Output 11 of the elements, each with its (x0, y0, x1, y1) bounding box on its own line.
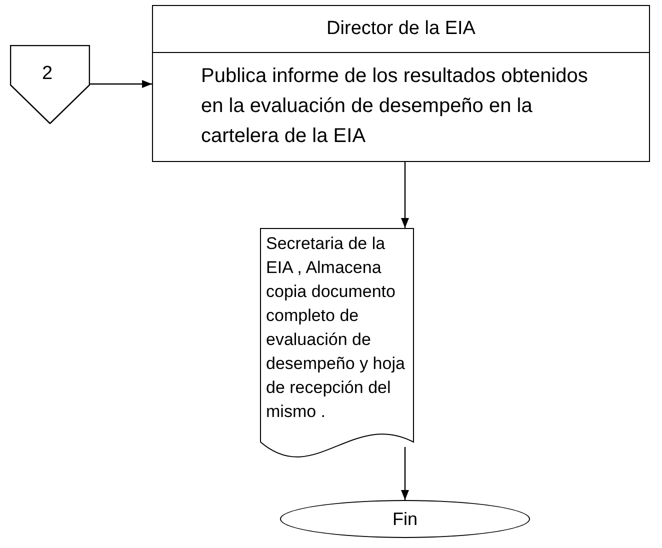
arrow (401, 162, 409, 228)
terminator-text: Fin (392, 508, 418, 530)
off-page-connector (10, 45, 90, 124)
arrow (401, 447, 409, 500)
document-text: Secretaria de la EIA , Almacena copia documento completo de evaluación de desempeño y hoja de recepción del mismo . (265, 233, 406, 423)
connector-number: 2 (42, 64, 53, 83)
arrow (90, 80, 152, 88)
document-shape (260, 228, 414, 458)
process-box (152, 5, 650, 162)
role-heading: Director de la EIA (326, 16, 476, 41)
process-text: Publica informe de los resultados obtenidos en la evaluación de desempeño en la cartelera de la EIA (200, 64, 589, 149)
